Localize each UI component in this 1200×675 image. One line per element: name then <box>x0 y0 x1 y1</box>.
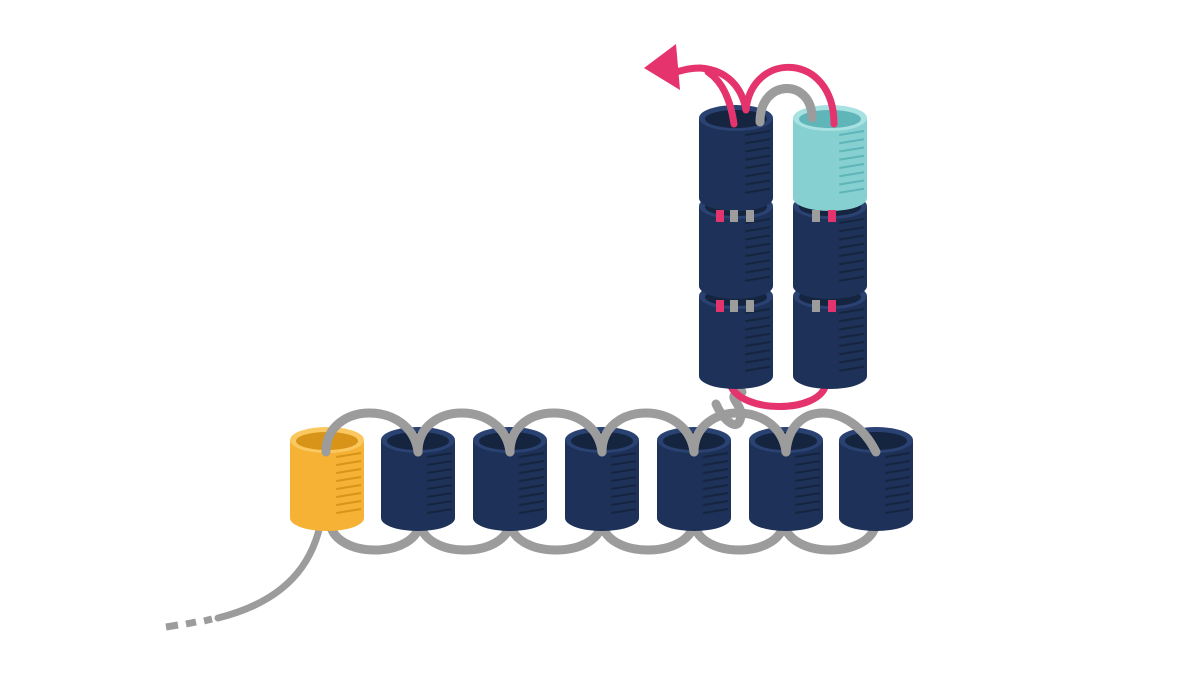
top-gray-loop <box>755 84 817 127</box>
helix-stripes-icon <box>839 308 865 372</box>
helix-stripes-icon <box>336 452 362 514</box>
helix-stripes-icon <box>839 130 865 194</box>
helix-stripes-icon <box>611 452 637 514</box>
helix-row-5 <box>657 427 731 531</box>
helix-row-6 <box>749 427 823 531</box>
helix-row-4 <box>565 427 639 531</box>
helix-stripes-icon <box>745 218 771 282</box>
top-right-helix <box>793 105 867 211</box>
helix-row-7 <box>839 427 913 531</box>
dashed-tail-icon <box>165 522 324 631</box>
helix-stripes-icon <box>839 218 865 282</box>
helix-stripes-icon <box>703 452 729 514</box>
helix-stripes-icon <box>745 308 771 372</box>
helix-stripes-icon <box>519 452 545 514</box>
helix-stripes-icon <box>427 452 453 514</box>
top-backbone-loops <box>321 387 881 457</box>
gap-marks-upper <box>716 210 836 222</box>
helix-stripes-icon <box>885 452 911 514</box>
bottom-pink-loop <box>726 380 830 410</box>
helix-row-3 <box>473 427 547 531</box>
vertical-helix-stacks <box>699 105 867 389</box>
bottom-backbone-loops <box>325 515 881 555</box>
helix-stripes-icon <box>745 130 771 194</box>
exit-arrow-icon <box>644 44 838 128</box>
gap-marks-lower <box>716 300 836 312</box>
helix-stripes-icon <box>795 452 821 514</box>
